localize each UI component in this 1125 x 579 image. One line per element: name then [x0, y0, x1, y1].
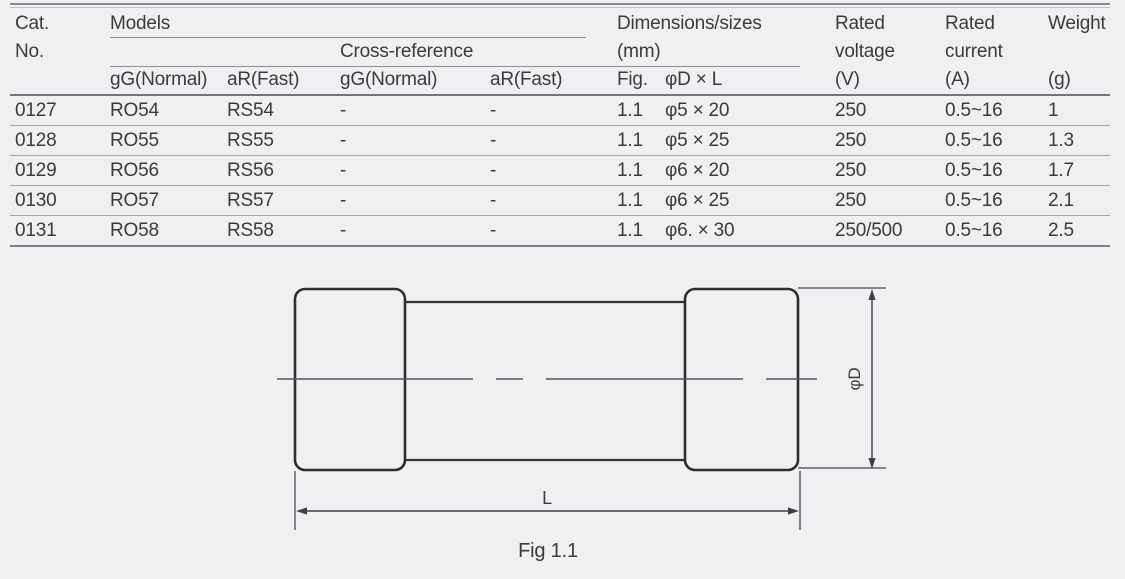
- cell-cat-no: 0131: [10, 215, 105, 247]
- cell-dxl: φ6. × 30: [655, 215, 831, 247]
- cell-cross-gg: -: [335, 185, 485, 216]
- cell-dxl: φ6 × 20: [655, 155, 831, 186]
- header-col-current-unit: (A): [940, 66, 1046, 96]
- subgroup-underline: [110, 66, 800, 67]
- table-row: 0130 RO57 RS57 - - 1.1 φ6 × 25 250 0.5~1…: [10, 185, 1111, 216]
- cell-dxl: φ6 × 25: [655, 185, 831, 216]
- cell-voltage: 250: [830, 185, 941, 216]
- cell-model-gg: RO54: [105, 95, 222, 126]
- cell-model-ar: RS57: [222, 185, 335, 216]
- cell-dxl: φ5 × 25: [655, 125, 831, 156]
- spec-table: Cat. Models Dimensions/sizes Rated Rated…: [10, 10, 1111, 247]
- cell-cross-ar: -: [485, 125, 607, 156]
- header-rated-voltage-2: voltage: [835, 41, 895, 62]
- table-row: 0128 RO55 RS55 - - 1.1 φ5 × 25 250 0.5~1…: [10, 125, 1111, 156]
- cell-cross-gg: -: [335, 95, 485, 126]
- cell-model-gg: RO58: [105, 215, 222, 247]
- table-top-rule: [10, 3, 1110, 5]
- cell-fig: 1.1: [607, 95, 655, 126]
- cell-cross-gg: -: [335, 215, 485, 247]
- cell-cat-no: 0130: [10, 185, 105, 216]
- header-cat: Cat.: [15, 13, 50, 34]
- table-row: 0127 RO54 RS54 - - 1.1 φ5 × 20 250 0.5~1…: [10, 95, 1111, 126]
- cell-current: 0.5~16: [940, 95, 1046, 126]
- header-dimensions-group: Dimensions/sizes: [617, 13, 762, 34]
- table-row: 0131 RO58 RS58 - - 1.1 φ6. × 30 250/500 …: [10, 215, 1111, 247]
- cell-voltage: 250/500: [830, 215, 941, 247]
- cell-cat-no: 0128: [10, 125, 105, 156]
- cell-weight: 2.1: [1045, 185, 1111, 216]
- cell-cross-ar: -: [485, 155, 607, 186]
- cell-cat-no: 0129: [10, 155, 105, 186]
- header-col-fig: Fig.: [607, 66, 655, 96]
- header-col-gg-normal: gG(Normal): [105, 66, 222, 96]
- cell-current: 0.5~16: [940, 155, 1046, 186]
- header-row-2: No. Cross-reference (mm) voltage current: [10, 38, 1110, 66]
- arrowhead-up-icon: [868, 289, 876, 300]
- cell-voltage: 250: [830, 155, 941, 186]
- cell-current: 0.5~16: [940, 185, 1046, 216]
- cell-cross-ar: -: [485, 95, 607, 126]
- header-rated-voltage: Rated: [835, 13, 885, 34]
- header-row-3: gG(Normal) aR(Fast) gG(Normal) aR(Fast) …: [10, 66, 1111, 96]
- header-row-1: Cat. Models Dimensions/sizes Rated Rated…: [10, 10, 1110, 38]
- cell-model-ar: RS58: [222, 215, 335, 247]
- cell-weight: 1: [1045, 95, 1111, 126]
- table-top-rule-shadow: [10, 7, 1110, 8]
- header-cat-no: No.: [15, 41, 44, 62]
- arrowhead-down-icon: [868, 458, 876, 469]
- cell-cross-ar: -: [485, 185, 607, 216]
- diameter-label: φD: [845, 368, 864, 391]
- cell-cross-gg: -: [335, 125, 485, 156]
- cell-fig: 1.1: [607, 185, 655, 216]
- cell-model-ar: RS56: [222, 155, 335, 186]
- cell-current: 0.5~16: [940, 215, 1046, 247]
- cell-weight: 1.3: [1045, 125, 1111, 156]
- header-col-voltage-unit: (V): [830, 66, 941, 96]
- cell-model-gg: RO57: [105, 185, 222, 216]
- header-rated-current-2: current: [945, 41, 1003, 62]
- header-col-weight-unit: (g): [1045, 66, 1111, 96]
- header-weight: Weight: [1048, 13, 1106, 34]
- header-models-group: Models: [110, 13, 171, 34]
- cell-voltage: 250: [830, 125, 941, 156]
- cell-cross-ar: -: [485, 215, 607, 247]
- cell-cat-no: 0127: [10, 95, 105, 126]
- length-label: L: [542, 488, 552, 508]
- cell-fig: 1.1: [607, 155, 655, 186]
- figure-caption: Fig 1.1: [518, 540, 578, 562]
- cell-fig: 1.1: [607, 215, 655, 247]
- cell-dxl: φ5 × 20: [655, 95, 831, 126]
- spec-table-wrap: Cat. Models Dimensions/sizes Rated Rated…: [10, 10, 1111, 247]
- cell-model-gg: RO56: [105, 155, 222, 186]
- cell-voltage: 250: [830, 95, 941, 126]
- cell-weight: 1.7: [1045, 155, 1111, 186]
- cell-current: 0.5~16: [940, 125, 1046, 156]
- cell-model-gg: RO55: [105, 125, 222, 156]
- cell-model-ar: RS54: [222, 95, 335, 126]
- cell-model-ar: RS55: [222, 125, 335, 156]
- cell-weight: 2.5: [1045, 215, 1111, 247]
- header-col-cross-gg-normal: gG(Normal): [335, 66, 485, 96]
- fuse-diagram: φD L Fig 1.1: [277, 287, 886, 562]
- header-cross-reference-group: Cross-reference: [340, 41, 474, 62]
- header-rated-current: Rated: [945, 13, 995, 34]
- cell-cross-gg: -: [335, 155, 485, 186]
- models-group-underline: [110, 37, 586, 38]
- header-col-ar-fast: aR(Fast): [222, 66, 335, 96]
- cell-fig: 1.1: [607, 125, 655, 156]
- header-col-d-x-l: φD × L: [655, 66, 831, 96]
- table-row: 0129 RO56 RS56 - - 1.1 φ6 × 20 250 0.5~1…: [10, 155, 1111, 186]
- header-dimensions-unit: (mm): [617, 41, 661, 62]
- arrowhead-left-icon: [296, 507, 307, 515]
- header-col-cross-ar-fast: aR(Fast): [485, 66, 607, 96]
- arrowhead-right-icon: [788, 507, 799, 515]
